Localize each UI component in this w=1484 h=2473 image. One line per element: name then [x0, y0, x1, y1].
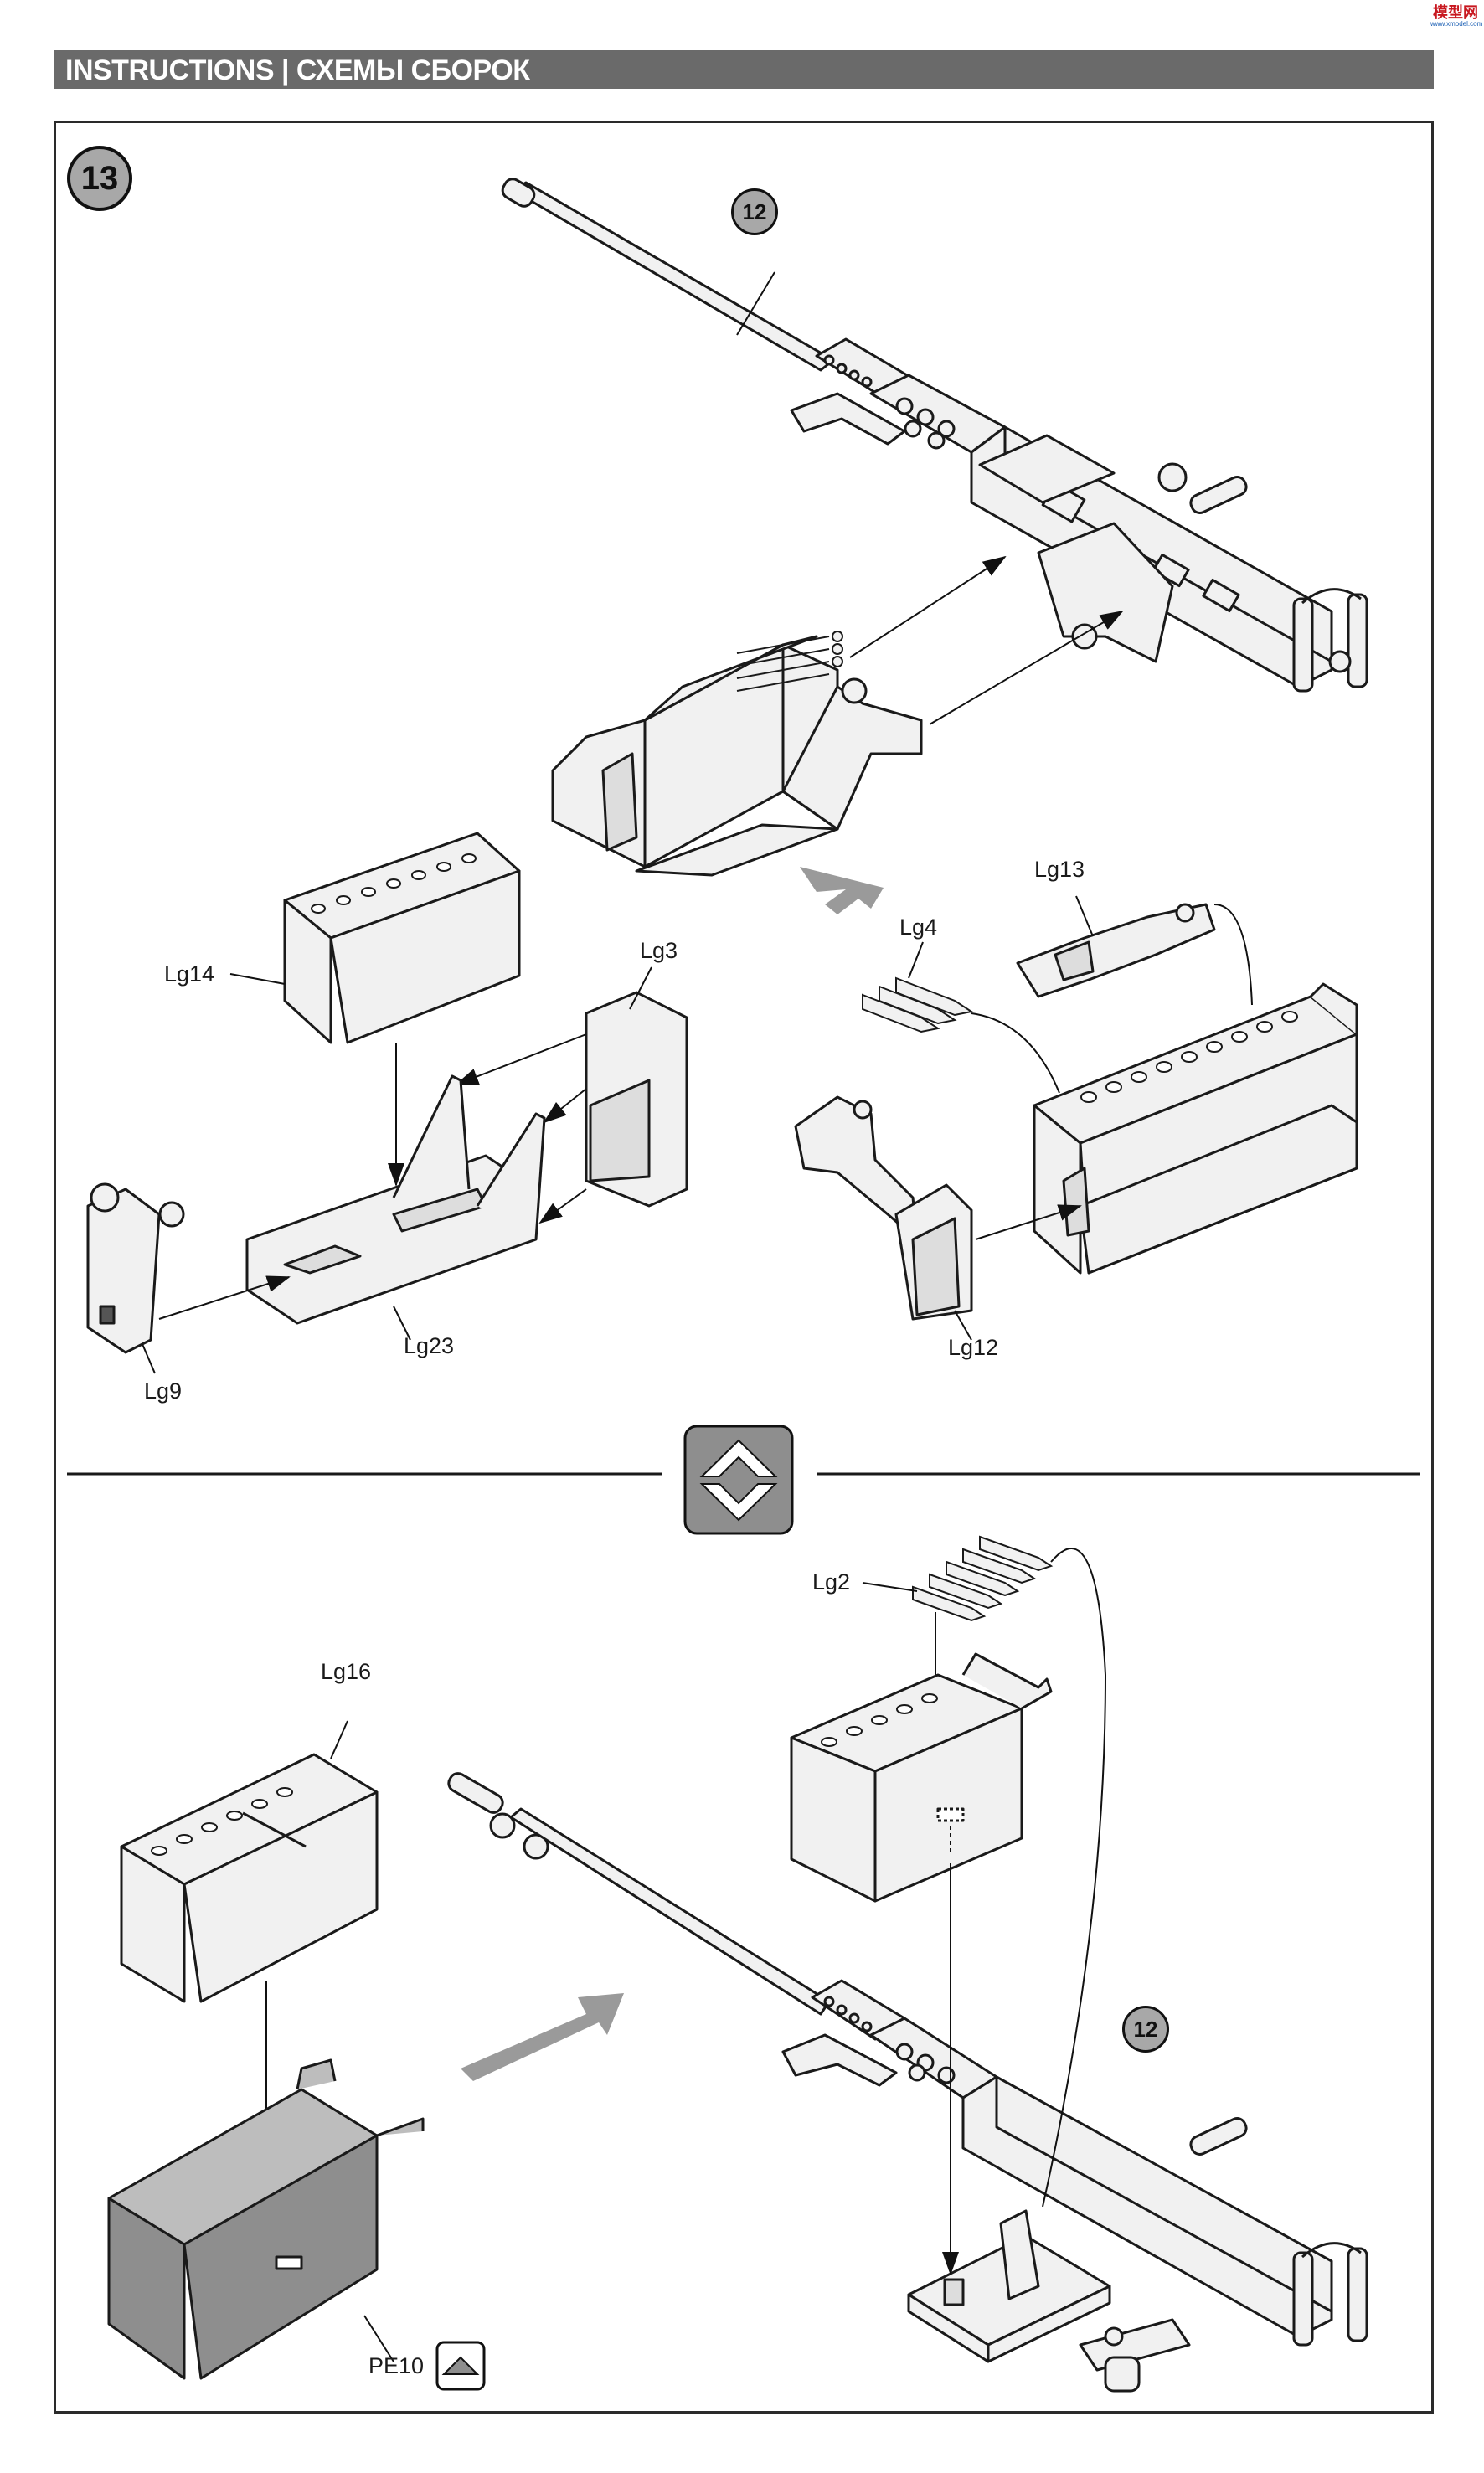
part-lg13-latch [1016, 903, 1216, 998]
label-lg12: Lg12 [948, 1335, 999, 1360]
step-number-badge: 13 [67, 146, 132, 211]
part-lg9-bracket [86, 1182, 185, 1354]
label-lg9: Lg9 [144, 1378, 183, 1404]
page-title: INSTRUCTIONS | СХЕМЫ СБОРОК [65, 54, 530, 86]
subassembly-ref-bottom: 12 [1122, 2006, 1169, 2053]
direction-arrow-top [800, 867, 884, 914]
subassembly-ref-top: 12 [731, 188, 778, 235]
label-pe10: PE10 [368, 2353, 425, 2378]
part-lg23-tray [245, 1074, 546, 1325]
instruction-frame [54, 121, 1434, 2414]
part-lg12-bracket [794, 1095, 973, 1321]
machine-gun-bottom [447, 1772, 1368, 2393]
alternative-option-icon [683, 1425, 794, 1535]
label-lg14: Lg14 [164, 961, 215, 987]
direction-arrow-bottom [461, 1993, 624, 2081]
part-lg4-rounds [862, 976, 974, 1033]
pe-part-icon [435, 2341, 486, 2391]
part-pe10-box [107, 2058, 425, 2380]
part-lg14-box [283, 832, 521, 1044]
ammo-box-bottom [790, 1652, 1053, 1903]
label-lg2: Lg2 [812, 1569, 851, 1595]
part-lg3-side [585, 991, 688, 1208]
watermark-logo-url: www.xmodel.com [1430, 20, 1483, 28]
label-lg4: Lg4 [899, 914, 938, 940]
ammo-box-assembled [551, 631, 923, 877]
watermark-logo: 模型网 www.xmodel.com [1430, 4, 1483, 28]
part-lg2-rounds [912, 1535, 1054, 1622]
label-lg13: Lg13 [1034, 857, 1085, 882]
label-lg16: Lg16 [321, 1659, 372, 1684]
ammo-box-right [1033, 982, 1358, 1275]
machine-gun-top [501, 178, 1368, 693]
watermark-logo-text: 模型网 [1433, 4, 1478, 21]
label-lg23: Lg23 [404, 1333, 455, 1358]
label-lg3: Lg3 [640, 938, 678, 963]
header-bar: INSTRUCTIONS | СХЕМЫ СБОРОК [54, 50, 1434, 89]
part-lg16-box [120, 1753, 379, 2003]
